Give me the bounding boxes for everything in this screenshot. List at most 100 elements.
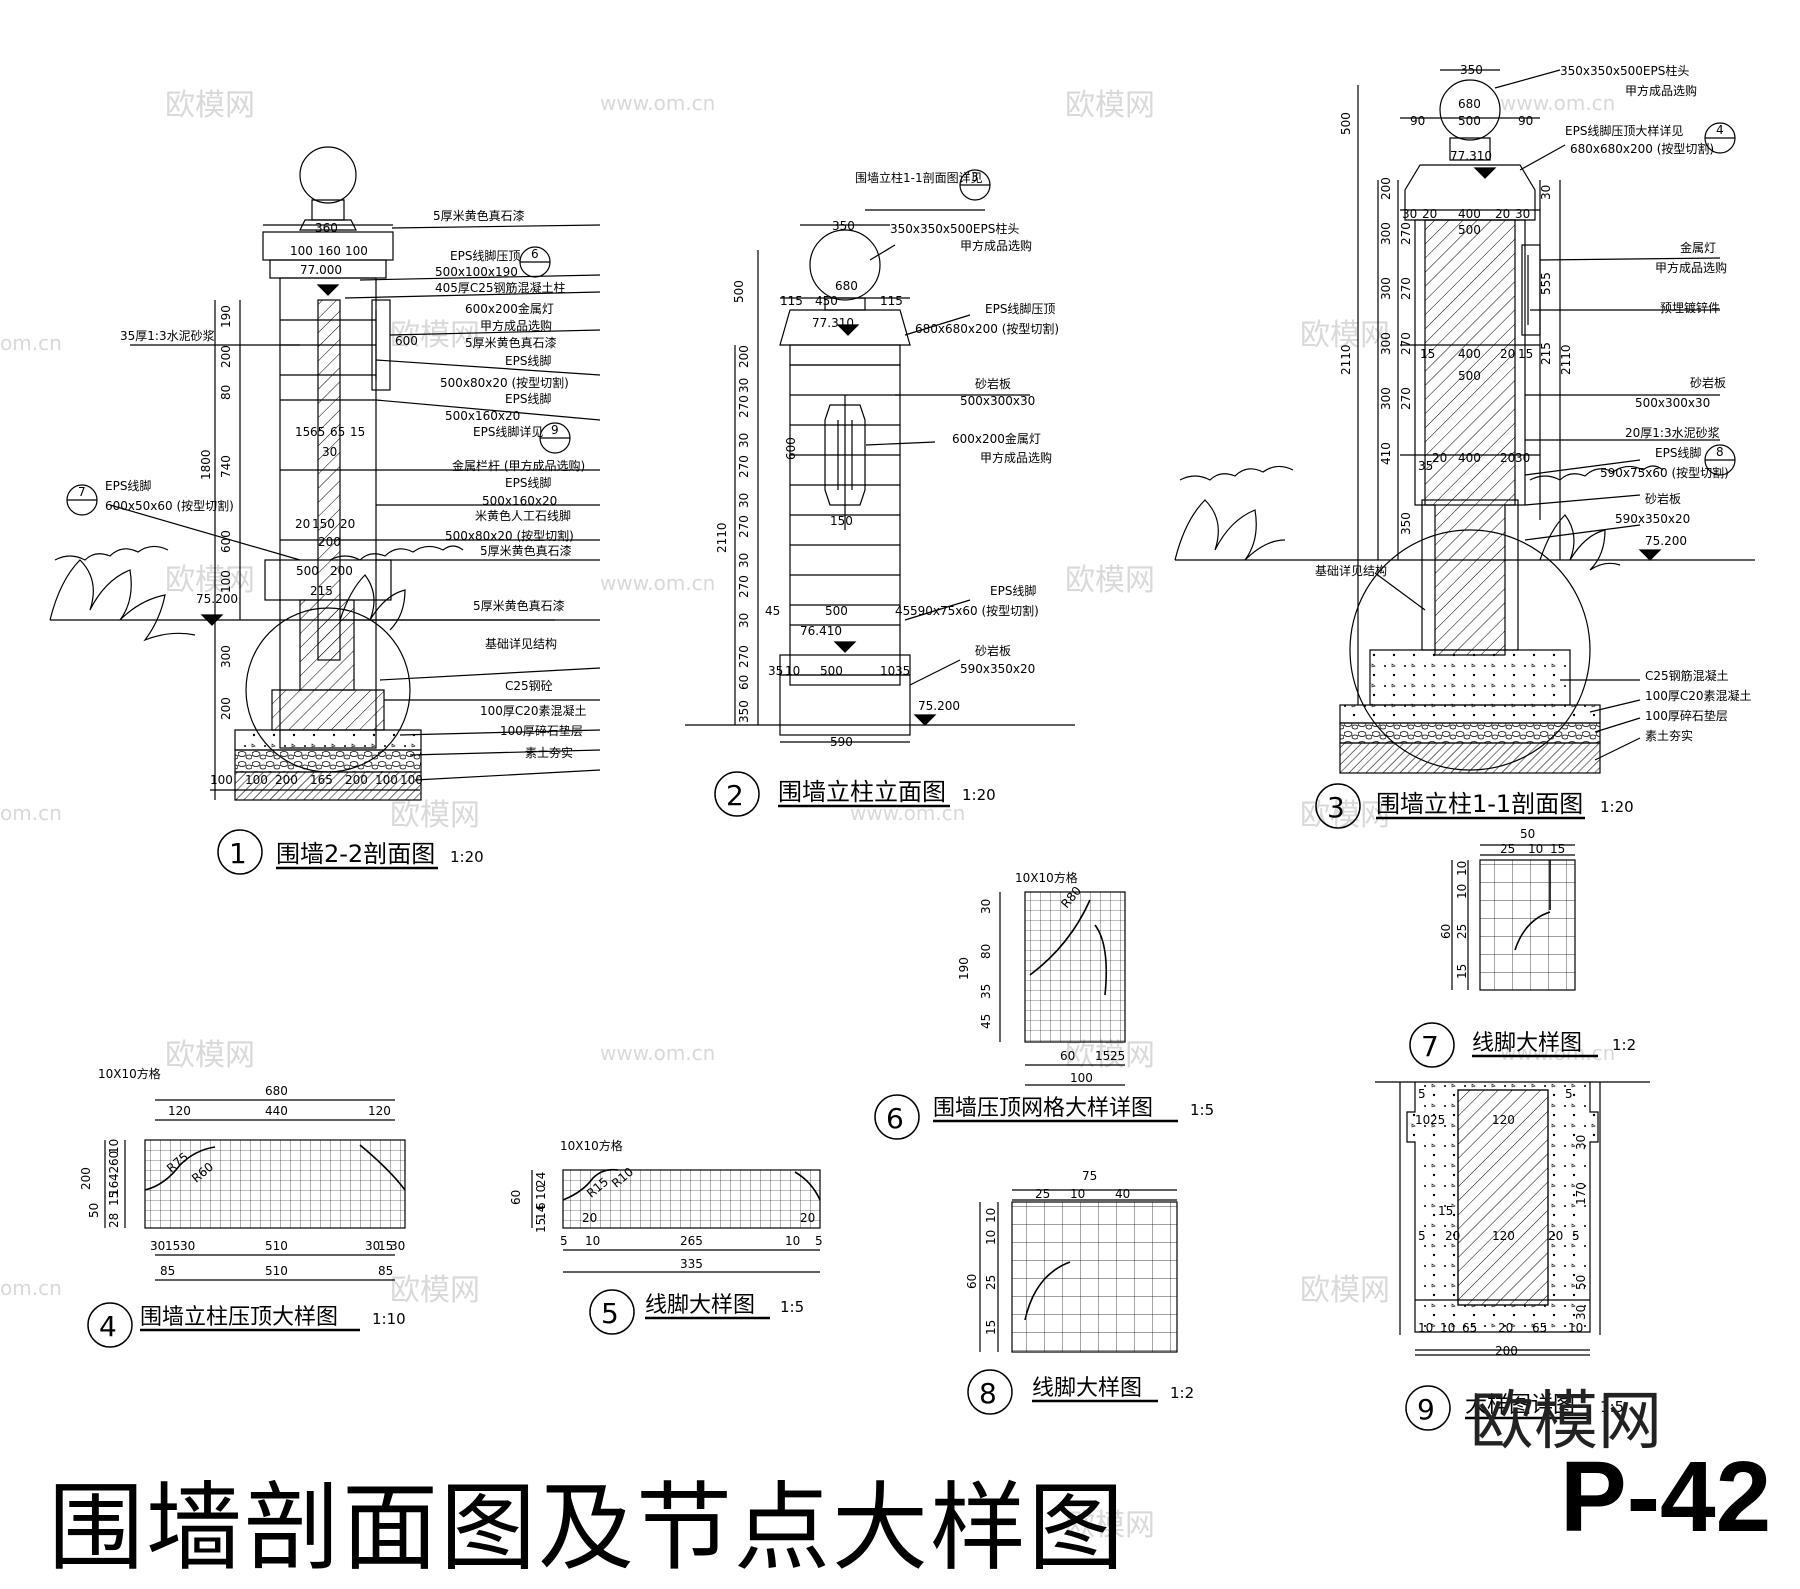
svg-text:680: 680 (1458, 97, 1481, 111)
svg-text:65: 65 (330, 425, 345, 439)
svg-text:10: 10 (534, 1185, 548, 1200)
view-titles: 1 围墙2-2剖面图 1:20 2 围墙立柱立面图 1:20 3 围墙立柱1-1… (87, 771, 1636, 1431)
watermark-cn: 欧模网 (165, 1038, 255, 1073)
svg-text:30: 30 (365, 1239, 380, 1253)
svg-text:10X10方格: 10X10方格 (1015, 870, 1078, 885)
watermark-cn: 欧模网 (1300, 318, 1390, 353)
svg-text:2110: 2110 (715, 522, 729, 553)
view-scale: 1:2 (1170, 1384, 1194, 1402)
watermark-url: om.cn (0, 331, 62, 355)
sheet-title: 围墙剖面图及节点大样图 (48, 1472, 1126, 1584)
svg-text:300: 300 (1379, 332, 1393, 355)
svg-text:215: 215 (1539, 342, 1553, 365)
svg-text:金属灯: 金属灯 (1680, 240, 1716, 255)
svg-text:30: 30 (737, 493, 751, 508)
view-number: 4 (99, 1310, 117, 1343)
svg-text:15: 15 (107, 1191, 121, 1206)
svg-text:20: 20 (1500, 451, 1515, 465)
svg-text:EPS线脚: EPS线脚 (505, 353, 551, 368)
svg-text:590x75x60 (按型切割): 590x75x60 (按型切割) (1600, 465, 1729, 480)
watermark-url: www.om.cn (1500, 91, 1615, 115)
svg-text:EPS线脚: EPS线脚 (1655, 445, 1701, 460)
svg-text:300: 300 (219, 645, 233, 668)
svg-text:基础详见结构: 基础详见结构 (485, 636, 557, 651)
svg-text:甲方成品选购: 甲方成品选购 (1625, 83, 1697, 98)
view-2-labels: 围墙立柱1-1剖面图详见 3 350x350x500EPS柱头 甲方成品选购 E… (715, 170, 1059, 749)
svg-text:500: 500 (820, 664, 843, 678)
view-number: 2 (726, 779, 744, 812)
svg-text:335: 335 (680, 1257, 703, 1271)
svg-text:50: 50 (1520, 827, 1535, 841)
svg-text:15: 15 (984, 1320, 998, 1335)
svg-text:500x80x20 (按型切割): 500x80x20 (按型切割) (445, 528, 574, 543)
svg-text:25: 25 (1430, 1113, 1445, 1127)
svg-text:77.310: 77.310 (812, 316, 854, 330)
view-number: 1 (229, 837, 247, 870)
svg-text:360: 360 (315, 221, 338, 235)
svg-text:590: 590 (830, 735, 853, 749)
svg-text:30: 30 (1539, 185, 1553, 200)
svg-text:素土夯实: 素土夯实 (525, 745, 573, 760)
svg-text:5: 5 (1572, 1229, 1580, 1243)
svg-text:65: 65 (1532, 1321, 1547, 1335)
svg-text:100: 100 (290, 244, 313, 258)
view-title: 围墙立柱压顶大样图 (140, 1305, 338, 1330)
view-title: 线脚大样图 (1032, 1376, 1142, 1401)
svg-text:200: 200 (219, 345, 233, 368)
svg-text:590x75x60 (按型切割): 590x75x60 (按型切割) (910, 603, 1039, 618)
svg-text:500x160x20: 500x160x20 (445, 409, 520, 423)
watermark-cn: 欧模网 (390, 798, 480, 833)
svg-text:76.410: 76.410 (800, 624, 842, 638)
svg-text:150: 150 (830, 514, 853, 528)
svg-text:100厚碎石垫层: 100厚碎石垫层 (500, 723, 583, 738)
svg-text:EPS线脚详见: EPS线脚详见 (473, 424, 543, 439)
svg-text:200: 200 (79, 1167, 93, 1190)
svg-text:500: 500 (1339, 112, 1353, 135)
svg-text:甲方成品选购: 甲方成品选购 (480, 318, 552, 333)
watermark-url: om.cn (0, 1276, 62, 1300)
svg-text:77.310: 77.310 (1450, 149, 1492, 163)
svg-text:金属栏杆 (甲方成品选购): 金属栏杆 (甲方成品选购) (452, 458, 585, 473)
svg-text:10: 10 (1415, 1113, 1430, 1127)
svg-text:75.200: 75.200 (196, 592, 238, 606)
svg-text:35: 35 (1418, 459, 1433, 473)
view-9-labels: 5 10 25 120 5 30 170 15 5 20 120 20 5 50… (1415, 1087, 1588, 1358)
svg-text:15: 15 (1095, 1049, 1110, 1063)
svg-text:200: 200 (737, 345, 751, 368)
svg-text:270: 270 (737, 575, 751, 598)
svg-text:35: 35 (768, 664, 783, 678)
svg-text:100厚碎石垫层: 100厚碎石垫层 (1645, 708, 1728, 723)
svg-text:15: 15 (1518, 347, 1533, 361)
svg-text:80: 80 (219, 385, 233, 400)
svg-text:510: 510 (265, 1264, 288, 1278)
svg-text:5厚米黄色真石漆: 5厚米黄色真石漆 (473, 599, 565, 613)
svg-text:15: 15 (1550, 842, 1565, 856)
view-number: 8 (979, 1377, 997, 1410)
watermark-cn: 欧模网 (1065, 563, 1155, 598)
view-number-circle (589, 1289, 635, 1335)
watermark-cn: 欧模网 (165, 88, 255, 123)
svg-text:10: 10 (880, 664, 895, 678)
svg-text:680x680x200 (按型切割): 680x680x200 (按型切割) (1570, 141, 1714, 156)
svg-text:30: 30 (1574, 1305, 1588, 1320)
svg-text:25: 25 (1035, 1187, 1050, 1201)
svg-text:45: 45 (895, 604, 910, 618)
view-number: 7 (1421, 1030, 1439, 1063)
svg-text:10: 10 (984, 1230, 998, 1245)
svg-text:100厚C20素混凝土: 100厚C20素混凝土 (480, 703, 587, 718)
svg-text:15: 15 (350, 425, 365, 439)
view-title: 围墙2-2剖面图 (276, 840, 435, 868)
svg-text:EPS线脚压顶: EPS线脚压顶 (450, 248, 520, 263)
svg-text:10X10方格: 10X10方格 (98, 1066, 161, 1081)
svg-text:555: 555 (1539, 272, 1553, 295)
svg-text:60: 60 (737, 675, 751, 690)
svg-text:10: 10 (1528, 842, 1543, 856)
svg-text:500: 500 (1458, 114, 1481, 128)
svg-text:270: 270 (1399, 222, 1413, 245)
svg-text:15: 15 (1438, 1204, 1453, 1218)
svg-text:600: 600 (219, 530, 233, 553)
view-4-labels: 10X10方格 680 120 440 120 200 10 60 42 16 … (79, 1066, 405, 1278)
svg-text:350: 350 (1460, 63, 1483, 77)
svg-text:5厚米黄色真石漆: 5厚米黄色真石漆 (465, 336, 557, 350)
svg-text:20: 20 (1432, 451, 1447, 465)
